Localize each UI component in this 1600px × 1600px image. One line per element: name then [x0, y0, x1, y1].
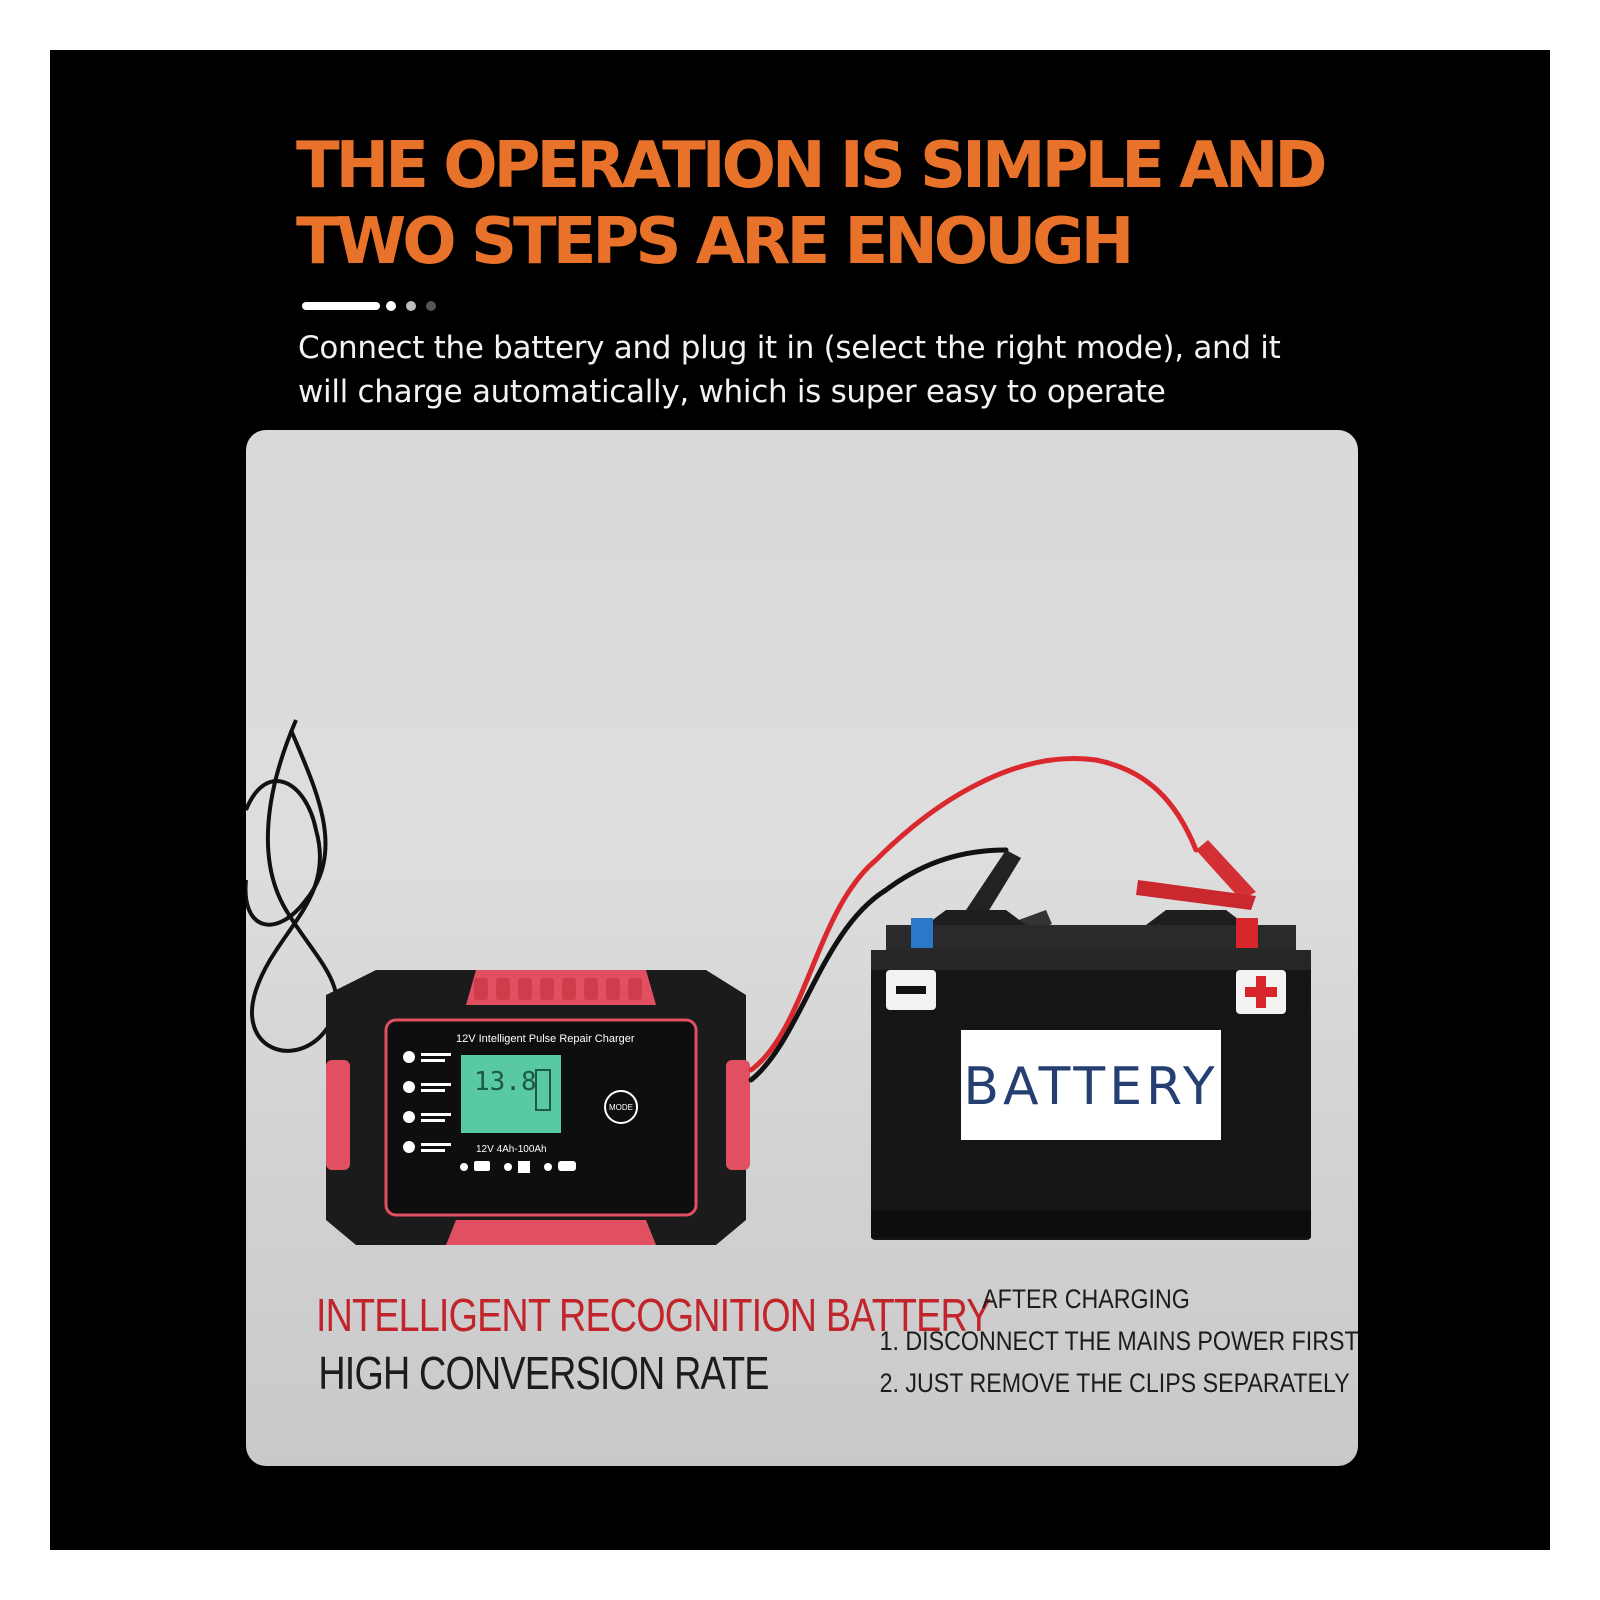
charger-capacity-label: 12V 4Ah-100Ah	[476, 1144, 547, 1155]
caption-right-title: AFTER CHARGING	[982, 1284, 1190, 1314]
subtitle-line-1: Connect the battery and plug it in (sele…	[298, 330, 1281, 366]
headline-line-1: THE OPERATION IS SIMPLE AND	[296, 129, 1328, 203]
caption-left: INTELLIGENT RECOGNITION BATTERY HIGH CON…	[266, 1286, 991, 1402]
charger-model-label: 12V Intelligent Pulse Repair Charger	[456, 1033, 635, 1045]
negative-terminal	[911, 918, 933, 948]
caption-right-step-2: 2. JUST REMOVE THE CLIPS SEPARATELY	[879, 1368, 1350, 1398]
product-panel: 12V Intelligent Pulse Repair Charger 13.…	[246, 430, 1358, 1466]
headline: THE OPERATION IS SIMPLE AND TWO STEPS AR…	[296, 128, 1376, 280]
battery-icon: BATTERY	[871, 910, 1311, 1240]
battery-label-plate	[961, 1030, 1221, 1140]
charger-device-icon: 12V Intelligent Pulse Repair Charger 13.…	[326, 970, 750, 1245]
slide-indicator-dot-2	[406, 301, 416, 311]
subtitle: Connect the battery and plug it in (sele…	[298, 326, 1348, 414]
caption-right-step-1: 1. DISCONNECT THE MAINS POWER FIRST	[879, 1326, 1358, 1356]
charger-lcd-reading: 13.8	[474, 1067, 537, 1097]
positive-terminal	[1236, 918, 1258, 948]
product-illustration: 12V Intelligent Pulse Repair Charger 13.…	[246, 719, 1311, 1245]
positive-clip-icon	[1136, 840, 1256, 910]
battery-label: BATTERY	[963, 1057, 1218, 1117]
charger-mode-label: MODE	[609, 1103, 633, 1112]
slide-indicator-dot-3	[426, 301, 436, 311]
slide-indicator-active	[302, 302, 380, 310]
negative-symbol	[896, 986, 926, 994]
caption-right: AFTER CHARGING 1. DISCONNECT THE MAINS P…	[846, 1278, 1358, 1404]
charger-mode-button[interactable]	[604, 1090, 638, 1124]
black-frame: THE OPERATION IS SIMPLE AND TWO STEPS AR…	[50, 50, 1550, 1550]
caption-left-line-1: INTELLIGENT RECOGNITION BATTERY	[315, 1289, 991, 1341]
charger-lcd	[461, 1055, 561, 1133]
caption-left-line-2: HIGH CONVERSION RATE	[318, 1347, 769, 1399]
charger-indicator-icons	[403, 1051, 576, 1173]
slide-indicator-dot-1	[386, 301, 396, 311]
headline-line-2: TWO STEPS ARE ENOUGH	[296, 205, 1134, 279]
cable-clip-icon	[748, 756, 1199, 1083]
subtitle-line-2: will charge automatically, which is supe…	[298, 374, 1166, 410]
